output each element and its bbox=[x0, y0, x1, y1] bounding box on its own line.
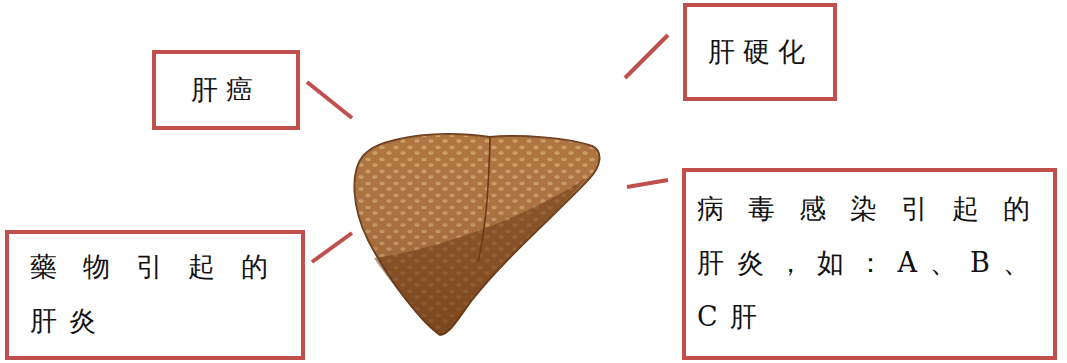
leader-line bbox=[625, 35, 668, 78]
callout-text: 病毒感染引起的 肝炎，如：A、B、 C肝 bbox=[697, 182, 1042, 344]
leader-line bbox=[307, 82, 352, 118]
leader-line bbox=[312, 233, 352, 262]
leader-line bbox=[627, 180, 668, 187]
callout-box: 肝癌 bbox=[152, 50, 300, 130]
callout-text: 肝癌 bbox=[191, 72, 261, 108]
callout-text: 肝硬化 bbox=[708, 34, 813, 70]
callout-text: 藥物引起的 肝炎 bbox=[30, 240, 280, 348]
liver bbox=[354, 134, 599, 335]
callout-box: 藥物引起的 肝炎 bbox=[5, 230, 305, 360]
callout-box: 病毒感染引起的 肝炎，如：A、B、 C肝 bbox=[682, 168, 1057, 360]
callout-box: 肝硬化 bbox=[683, 3, 837, 101]
